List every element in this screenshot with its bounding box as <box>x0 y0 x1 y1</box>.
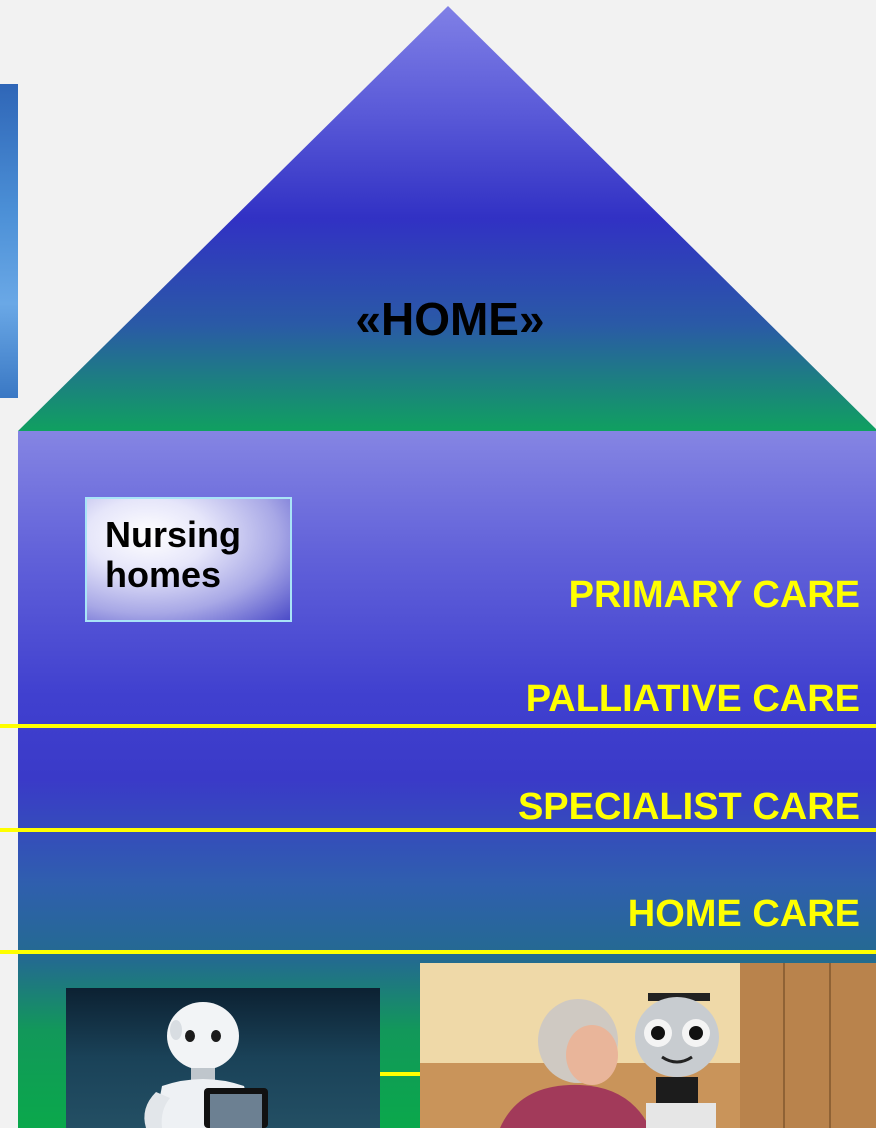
divider-line <box>0 828 876 832</box>
divider-line <box>0 724 876 728</box>
elderly-woman-with-robot-photo <box>420 963 876 1128</box>
humanoid-robot-photo <box>66 988 380 1128</box>
woman-robot-illustration <box>420 963 876 1128</box>
roof-title: «HOME» <box>355 293 545 345</box>
nursing-homes-label: Nursing homes <box>105 515 241 595</box>
palliative-care-label: PALLIATIVE CARE <box>525 678 860 720</box>
nursing-homes-line-2: homes <box>105 554 222 595</box>
house-roof <box>18 6 876 431</box>
primary-care-label: PRIMARY CARE <box>568 574 860 616</box>
divider-line <box>0 950 876 954</box>
specialist-care-label: SPECIALIST CARE <box>517 786 860 828</box>
nursing-homes-line-1: Nursing <box>105 514 242 555</box>
robot-illustration <box>144 1002 268 1128</box>
connector-line <box>380 1072 420 1076</box>
sky-photo-strip <box>0 84 18 398</box>
home-care-label: HOME CARE <box>627 893 860 935</box>
nursing-homes-box: Nursing homes <box>85 497 292 622</box>
